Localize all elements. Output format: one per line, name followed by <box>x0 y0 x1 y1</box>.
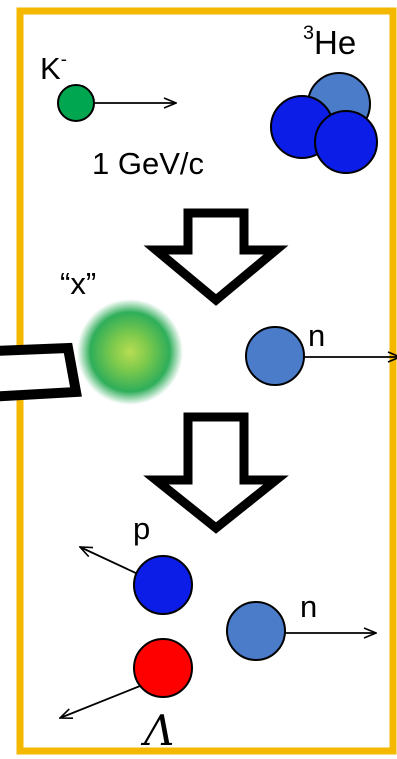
reaction-step-arrow-2 <box>156 417 276 528</box>
proton <box>134 556 192 614</box>
neutron-1-label: n <box>308 320 325 351</box>
neutron-2-label: n <box>300 591 317 622</box>
x-state-label: “x” <box>60 268 96 299</box>
kaon-particle <box>58 85 94 121</box>
neutron-1 <box>246 327 304 385</box>
beam-momentum-label: 1 GeV/c <box>92 148 204 179</box>
lambda-label: Λ <box>144 710 174 752</box>
helium-nucleon-right <box>315 111 377 173</box>
kaon-label: K- <box>40 53 67 84</box>
neutron-2 <box>227 602 285 660</box>
reaction-step-arrow-1 <box>156 213 276 300</box>
x-state-glow <box>77 299 183 405</box>
hollow-bar-shape <box>0 348 76 398</box>
lambda-particle <box>134 639 192 697</box>
proton-arrow <box>80 547 140 575</box>
helium3-label: 3He <box>303 26 356 59</box>
lambda-arrow <box>60 686 140 718</box>
proton-label: p <box>133 513 150 544</box>
